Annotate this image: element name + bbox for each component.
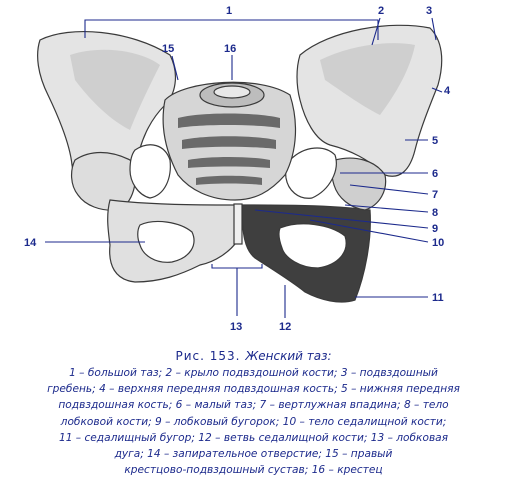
lesser-pelvis-left-opening <box>129 144 171 199</box>
label-5: 5 <box>432 135 438 147</box>
label-6: 6 <box>432 168 438 180</box>
lesser-pelvis-right-opening <box>285 147 337 199</box>
caption-line: подвздошная кость; 6 – малый таз; 7 – ве… <box>58 399 449 412</box>
label-2: 2 <box>378 5 384 17</box>
caption-line: гребень; 4 – верхняя передняя подвздошна… <box>47 383 460 396</box>
sacral-band-1 <box>178 113 280 128</box>
leader-lines <box>45 17 443 318</box>
leader-13 <box>211 264 263 316</box>
caption-prefix: Рис. 153. <box>175 349 241 363</box>
caption-line: 1 – большой таз; 2 – крыло подвздошной к… <box>69 367 438 379</box>
label-12: 12 <box>279 321 291 333</box>
label-14: 14 <box>24 237 37 249</box>
left-obturator-foramen <box>137 220 195 263</box>
caption-title: Рис. 153. Женский таз: <box>4 349 503 363</box>
pubic-symphysis <box>233 203 243 245</box>
caption-line: дуга; 14 – запирательное отверстие; 15 –… <box>114 448 393 461</box>
label-10: 10 <box>432 237 444 249</box>
lumbar-vertebra-disc <box>213 85 251 99</box>
leader-4 <box>431 87 443 93</box>
leader-2 <box>371 17 381 46</box>
caption-body: 1 – большой таз; 2 – крыло подвздошной к… <box>4 365 503 478</box>
leader-1 <box>84 19 379 40</box>
label-11: 11 <box>432 292 444 304</box>
label-3: 3 <box>426 5 432 17</box>
pelvis-drawing <box>37 24 443 303</box>
figure-caption: Рис. 153. Женский таз: 1 – большой таз; … <box>4 349 503 478</box>
female-pelvis-illustration: 1 2 3 4 5 6 7 8 9 10 11 12 13 14 15 16 <box>24 5 451 333</box>
sacral-band-4 <box>196 175 262 185</box>
leader-9 <box>254 209 429 229</box>
right-obturator-foramen <box>278 223 347 269</box>
sacral-band-2 <box>182 136 276 149</box>
label-16: 16 <box>224 43 236 55</box>
label-15: 15 <box>162 43 174 55</box>
right-fossa-shade <box>320 43 415 115</box>
left-fossa-shade <box>70 49 160 130</box>
label-7: 7 <box>432 189 438 201</box>
label-9: 9 <box>432 223 438 235</box>
leader-7 <box>349 184 429 195</box>
label-4: 4 <box>444 85 451 97</box>
label-1: 1 <box>226 5 232 17</box>
caption-line: крестцово-подвздошный сустав; 16 – крест… <box>124 464 383 477</box>
leader-8 <box>344 204 429 213</box>
caption-line: лобковой кости; 9 – лобковый бугорок; 10… <box>60 415 447 428</box>
caption-heading: Женский таз: <box>245 349 332 363</box>
leader-15 <box>171 55 179 81</box>
leader-3 <box>431 17 437 41</box>
sacral-band-3 <box>188 157 270 168</box>
leader-10 <box>309 219 429 243</box>
label-8: 8 <box>432 207 438 219</box>
label-13: 13 <box>230 321 242 333</box>
caption-line: 11 – седалищный бугор; 12 – ветвь седали… <box>58 431 449 444</box>
